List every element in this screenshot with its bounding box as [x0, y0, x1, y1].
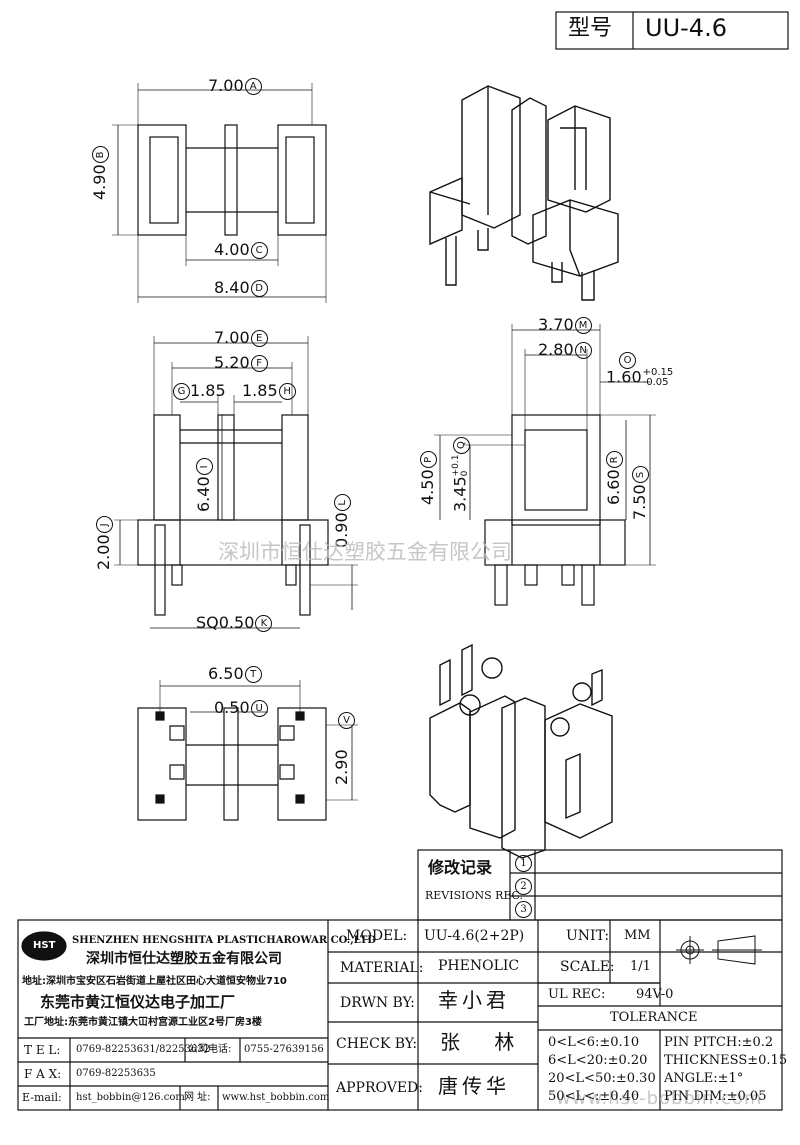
web-label: 网 址:: [184, 1092, 211, 1103]
tolerance-thickness: THICKNESS±0.15: [664, 1053, 788, 1068]
unit-value: MM: [624, 928, 651, 943]
watermark-corner: www.hst-bobbin.com: [556, 1088, 763, 1109]
dim-P: 4.50P: [418, 451, 437, 505]
web-value: www.hst_bobbin.com: [222, 1092, 330, 1103]
projection-symbol-icon: [676, 935, 762, 965]
dim-V-mark: V: [337, 712, 355, 729]
drawn-value: 幸小君: [438, 988, 510, 1012]
model-label: MODEL:: [346, 928, 408, 944]
header-type-label: 型号: [568, 16, 613, 41]
tolerance-pin-pitch: PIN PITCH:±0.2: [664, 1035, 774, 1050]
header-model: UU-4.6: [645, 14, 727, 42]
dim-J: 2.00J: [94, 516, 113, 570]
tolerance-range-3: 20<L<50:±0.30: [548, 1071, 656, 1086]
iso-view-bottom: [429, 643, 613, 859]
fax-value: 0769-82253635: [76, 1068, 156, 1079]
tel-label: T E L:: [24, 1043, 61, 1057]
scale-label: SCALE:: [560, 959, 615, 975]
header-box: [555, 11, 789, 50]
watermark-center: 深圳市恒仕达塑胶五金有限公司: [218, 540, 512, 564]
company-logo: [21, 931, 67, 961]
email-value: hst_bobbin@126.com: [76, 1092, 185, 1103]
email-label: E-mail:: [22, 1091, 62, 1104]
factory-name: 东莞市黄江恒仪达电子加工厂: [40, 993, 236, 1011]
check-value: 张 林: [440, 1030, 529, 1054]
company-tel-label: 公司电话:: [188, 1044, 232, 1055]
dim-B: 4.90B: [90, 146, 109, 200]
title-block: [17, 919, 783, 1111]
dim-O: 1.60+0.15-0.05: [606, 367, 674, 388]
dim-O-mark: O: [618, 352, 636, 369]
unit-label: UNIT:: [566, 928, 610, 944]
fax-label: F A X:: [24, 1067, 62, 1081]
factory-address: 工厂地址:东莞市黄江镇大冚村宫源工业区2号厂房3楼: [24, 1017, 262, 1028]
approved-value: 唐传华: [438, 1074, 510, 1098]
dim-I: 6.40I: [194, 458, 213, 512]
revision-mark-3: 3: [514, 901, 532, 918]
ul-value: 94V-0: [636, 987, 674, 1002]
dim-R: 6.60R: [604, 451, 623, 505]
revisions-title-en: REVISIONS REC.: [425, 889, 523, 902]
scale-value: 1/1: [630, 959, 651, 974]
revisions-box: [417, 849, 783, 921]
top-view: [112, 83, 327, 303]
material-value: PHENOLIC: [438, 958, 520, 974]
front-view: [114, 336, 358, 629]
side-view: [434, 324, 656, 606]
model-value: UU-4.6(2+2P): [424, 928, 525, 944]
company-name-cn: 深圳市恒仕达塑胶五金有限公司: [86, 951, 282, 967]
tolerance-pin-dim: PIN DIM:±0.05: [664, 1089, 767, 1104]
company-address: 地址:深圳市宝安区石岩街道上屋社区田心大道恒安物业710: [22, 976, 287, 987]
tolerance-angle: ANGLE:±1°: [664, 1071, 744, 1086]
tel-value: 0769-82253631/82253632: [76, 1044, 210, 1055]
ul-label: UL REC:: [548, 987, 606, 1002]
tolerance-title: TOLERANCE: [610, 1010, 698, 1025]
tolerance-range-2: 6<L<20:±0.20: [548, 1053, 648, 1068]
drawn-label: DRWN BY:: [340, 995, 415, 1011]
revision-mark-1: 1: [514, 855, 532, 872]
revision-mark-2: 2: [514, 878, 532, 895]
iso-view-top: [429, 85, 619, 301]
company-tel-value: 0755-27639156: [244, 1044, 324, 1055]
dim-S: 7.50S: [630, 466, 649, 520]
revisions-title: 修改记录: [428, 858, 493, 877]
logo-text: HST: [33, 940, 56, 951]
approved-label: APPROVED:: [336, 1080, 423, 1096]
check-label: CHECK BY:: [336, 1036, 418, 1052]
dim-V: 2.90: [332, 749, 351, 785]
company-name-en: SHENZHEN HENGSHITA PLASTICHAROWAR CO.,LT…: [72, 935, 377, 946]
tolerance-range-1: 0<L<6:±0.10: [548, 1035, 640, 1050]
tolerance-range-4: 50<L<:±0.40: [548, 1089, 640, 1104]
material-label: MATERIAL:: [340, 960, 424, 976]
